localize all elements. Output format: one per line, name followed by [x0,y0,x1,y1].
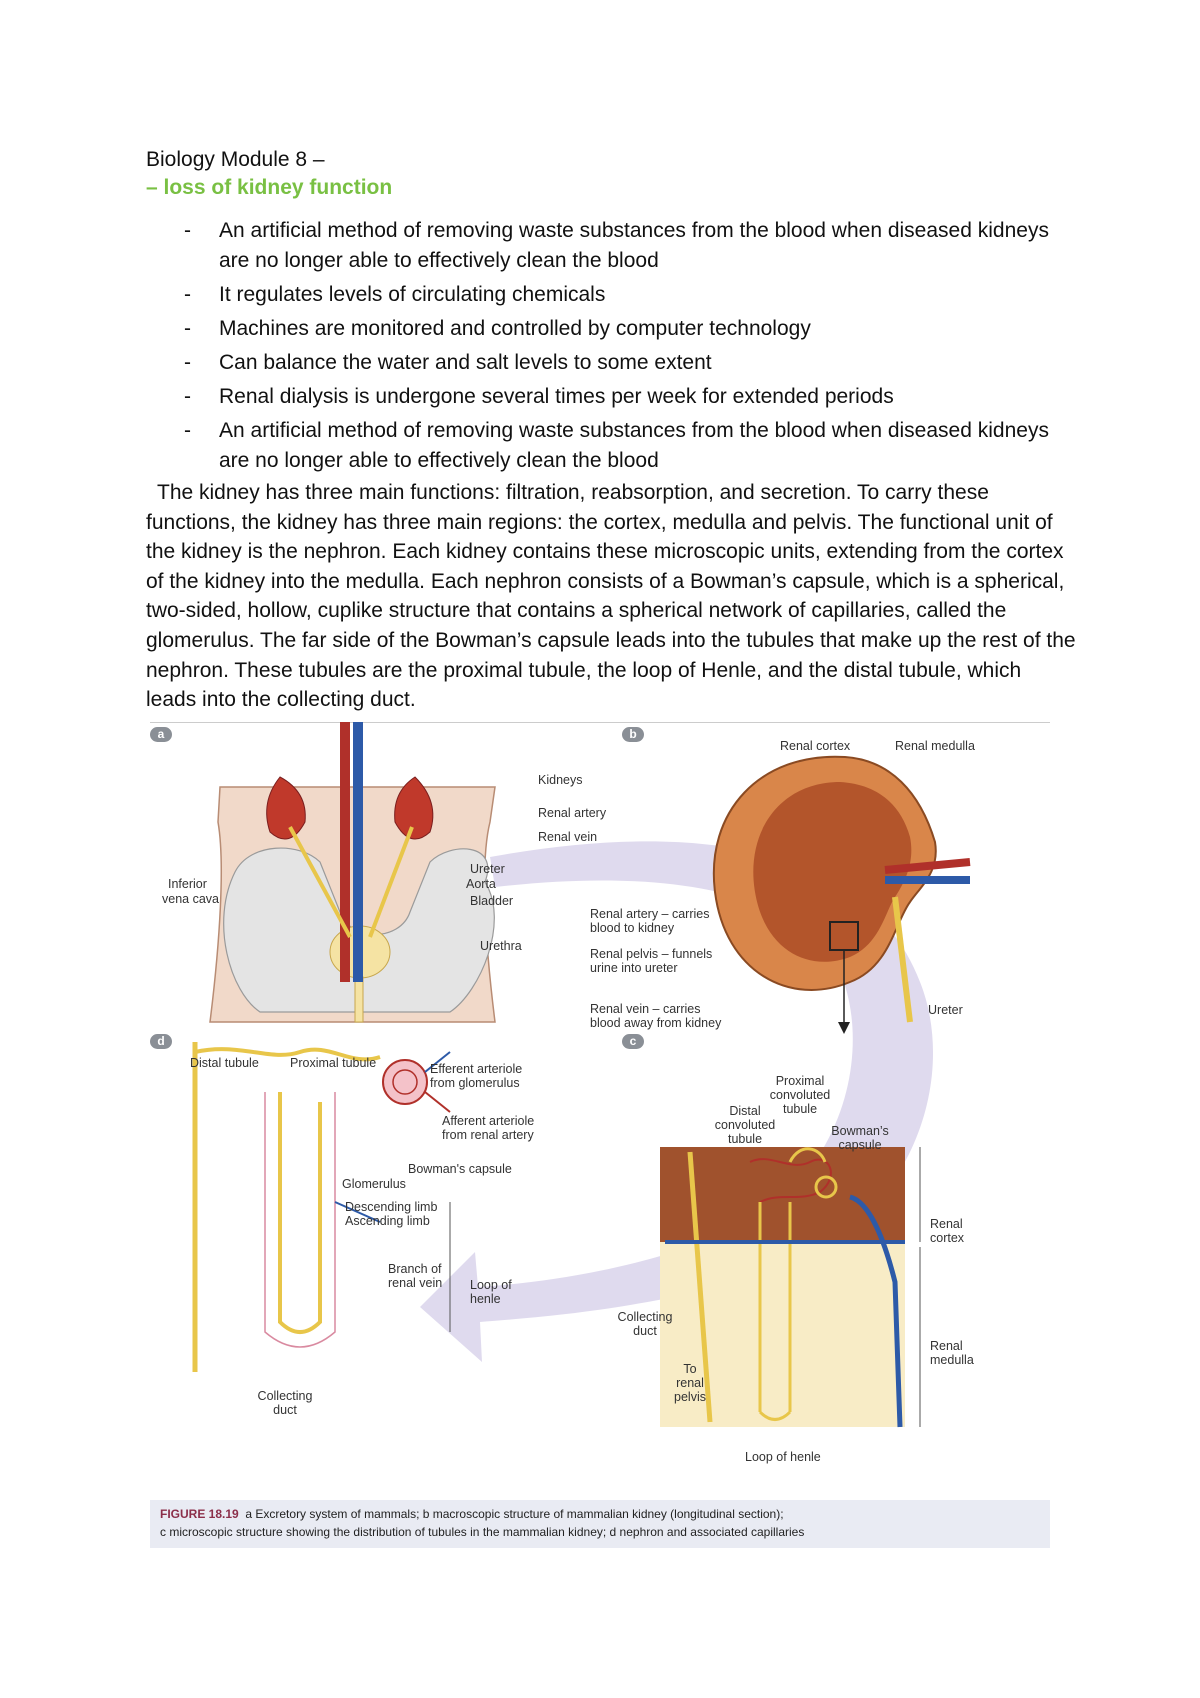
label-renal-medulla: Renal medulla [895,739,975,753]
label-c-distal-2: convoluted [714,1118,776,1132]
document-title: Biology Module 8 – [146,148,325,171]
label-d-collecting-2: duct [273,1403,297,1417]
label-bladder: Bladder [470,894,514,908]
bullet-item: - An artificial method of removing waste … [146,416,1076,476]
label-aorta: Aorta [466,877,496,891]
bullet-marker: - [184,419,191,442]
label-d-glomerulus: Glomerulus [342,1177,406,1191]
label-c-proximal-2: convoluted [769,1088,831,1102]
label-urethra: Urethra [480,939,522,953]
label-d-loop-2: henle [470,1292,501,1306]
label-d-distal: Distal tubule [190,1056,259,1070]
label-renal-vein: Renal vein [538,830,598,844]
label-c-medulla-1: Renal [930,1339,963,1353]
panel-letter-d: d [150,1034,172,1049]
label-c-bowmans-2: capsule [838,1138,882,1152]
caption-text-1: a Excretory system of mammals; b macrosc… [245,1507,784,1521]
label-c-cortex-2: cortex [930,1231,965,1245]
label-c-loop: Loop of henle [745,1450,821,1464]
bullet-item: - Machines are monitored and controlled b… [146,314,1076,344]
bullet-text: It regulates levels of circulating chemi… [219,283,606,306]
label-renal-cortex: Renal cortex [780,739,851,753]
label-d-branch-1: Branch of [388,1262,442,1276]
figure-number: FIGURE 18.19 [160,1507,239,1521]
label-d-efferent-1: Efferent arteriole [430,1062,523,1076]
label-d-loop-1: Loop of [470,1278,512,1292]
label-c-pelvis-1: To [683,1362,697,1376]
label-b-vein-1: Renal vein – carries [590,1002,701,1016]
caption-line-2: c microscopic structure showing the dist… [160,1525,805,1539]
label-vena-cava: vena cava [162,892,219,906]
label-c-proximal-1: Proximal [775,1074,825,1088]
bullet-text: An artificial method of removing waste s… [219,219,1049,272]
label-d-descending: Descending limb [345,1200,438,1214]
bullet-text: Can balance the water and salt levels to… [219,351,712,374]
label-d-ascending: Ascending limb [345,1214,430,1228]
bullet-text: An artificial method of removing waste s… [219,419,1049,472]
label-b-ureter: Ureter [928,1003,963,1017]
figure-artwork [192,722,971,1428]
document-body: Biology Module 8 – – loss of kidney func… [146,146,1076,715]
label-d-afferent-2: from renal artery [442,1128,534,1142]
body-paragraph: The kidney has three main functions: fil… [146,481,1076,712]
panel-letter-a: a [150,727,172,742]
panel-d-art [192,1042,451,1372]
panel-letter-b: b [622,727,644,742]
label-inferior: Inferior [168,877,207,891]
bullet-text: Machines are monitored and controlled by… [219,317,811,340]
bullet-item: - Renal dialysis is undergone several tim… [146,382,1076,412]
label-renal-artery: Renal artery [538,806,607,820]
label-d-bowmans: Bowman's capsule [408,1162,512,1176]
bullet-marker: - [184,351,191,374]
label-d-branch-2: renal vein [388,1276,443,1290]
figure-rule [150,722,1050,723]
label-d-proximal: Proximal tubule [290,1056,377,1070]
label-c-distal-1: Distal [729,1104,761,1118]
label-b-artery-2: blood to kidney [590,921,675,935]
label-ureter: Ureter [470,862,505,876]
label-b-vein-2: blood away from kidney [590,1016,722,1030]
label-d-afferent-1: Afferent arteriole [442,1114,535,1128]
label-c-medulla-2: medulla [930,1353,974,1367]
label-c-cortex-1: Renal [930,1217,963,1231]
bullet-text: Renal dialysis is undergone several time… [219,385,894,408]
label-b-pelvis-2: urine into ureter [590,961,678,975]
bullet-marker: - [184,385,191,408]
panel-letter-c: c [622,1034,644,1049]
figure-caption: FIGURE 18.19 a Excretory system of mamma… [150,1500,1050,1548]
bullet-marker: - [184,317,191,340]
kidney-figure: a b d c Kidneys Renal artery Renal vein … [150,722,1050,1557]
label-c-collecting-2: duct [633,1324,657,1338]
panel-a-art [209,722,496,1023]
label-d-collecting-1: Collecting [257,1389,313,1403]
document-subtitle: – loss of kidney function [146,176,393,199]
bullet-item: - Can balance the water and salt levels t… [146,348,1076,378]
label-c-pelvis-2: renal [676,1376,704,1390]
caption-line-1: FIGURE 18.19 a Excretory system of mamma… [160,1506,784,1522]
bullet-item: - An artificial method of removing waste … [146,216,1076,276]
bullet-marker: - [184,219,191,242]
bullet-marker: - [184,283,191,306]
label-c-proximal-3: tubule [782,1102,818,1116]
label-d-efferent-2: from glomerulus [430,1076,520,1090]
label-kidneys: Kidneys [538,773,583,787]
label-c-bowmans-1: Bowman’s [831,1124,889,1138]
label-c-pelvis-3: pelvis [674,1390,706,1404]
panel-c-art [660,1147,921,1428]
bullet-item: - It regulates levels of circulating chem… [146,280,1076,310]
label-c-distal-3: tubule [727,1132,763,1146]
bullet-list: - An artificial method of removing waste … [146,216,1076,476]
label-c-collecting-1: Collecting [617,1310,673,1324]
label-b-artery-1: Renal artery – carries [590,907,710,921]
panel-b-art [712,755,971,1034]
label-b-pelvis-1: Renal pelvis – funnels [590,947,713,961]
